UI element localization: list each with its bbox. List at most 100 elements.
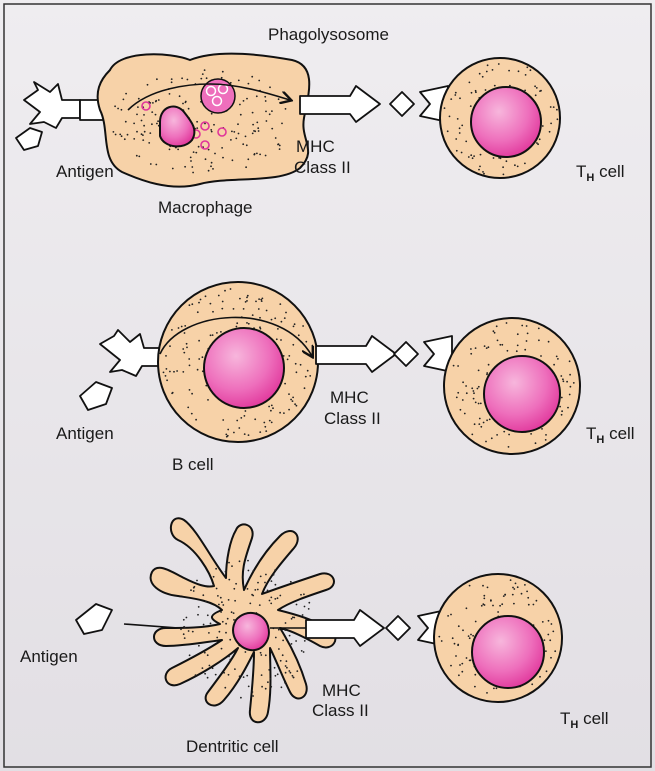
granule-dot [296, 405, 298, 407]
granule-dot [279, 412, 281, 414]
granule-dot [231, 611, 233, 613]
granule-dot [473, 398, 475, 400]
label-b-cell: B cell [172, 455, 214, 474]
granule-dot [221, 601, 223, 603]
granule-dot [541, 428, 543, 430]
granule-dot [504, 594, 506, 596]
granule-dot [304, 640, 306, 642]
granule-dot [221, 648, 223, 650]
granule-dot [284, 629, 286, 631]
granule-dot [204, 123, 206, 125]
granule-dot [261, 686, 263, 688]
granule-dot [191, 303, 193, 305]
granule-dot [494, 332, 496, 334]
granule-dot [296, 670, 298, 672]
granule-dot [163, 372, 165, 374]
granule-dot [474, 423, 476, 425]
granule-dot [220, 597, 222, 599]
granule-dot [137, 106, 139, 108]
granule-dot [485, 441, 487, 443]
granule-dot [475, 621, 477, 623]
granule-dot [165, 375, 167, 377]
granule-dot [303, 651, 305, 653]
granule-dot [490, 600, 492, 602]
granule-dot [278, 143, 280, 145]
granule-dot [213, 576, 215, 578]
granule-dot [284, 682, 286, 684]
granule-dot [256, 153, 258, 155]
granule-dot [288, 393, 290, 395]
granule-dot [275, 637, 277, 639]
granule-dot [257, 589, 259, 591]
granule-dot [208, 149, 210, 151]
granule-dot [138, 156, 140, 158]
granule-dot [244, 433, 246, 435]
granule-dot [216, 332, 218, 334]
granule-dot [149, 132, 151, 134]
granule-dot [466, 607, 468, 609]
granule-dot [493, 157, 495, 159]
granule-dot [300, 364, 302, 366]
granule-dot [271, 580, 273, 582]
granule-dot [191, 413, 193, 415]
granule-dot [217, 595, 219, 597]
granule-dot [501, 603, 503, 605]
granule-dot [155, 101, 157, 103]
granule-dot [447, 130, 449, 132]
label-antigen: Antigen [56, 162, 114, 181]
granule-dot [221, 77, 223, 79]
granule-dot [461, 125, 463, 127]
granule-dot [471, 92, 473, 94]
granule-dot [197, 311, 199, 313]
granule-dot [538, 339, 540, 341]
granule-dot [228, 674, 230, 676]
granule-dot [450, 614, 452, 616]
granule-dot [155, 164, 157, 166]
granule-dot [530, 69, 532, 71]
granule-dot [533, 604, 535, 606]
granule-dot [285, 108, 287, 110]
granule-dot [258, 130, 260, 132]
granule-dot [265, 688, 267, 690]
granule-dot [486, 71, 488, 73]
granule-dot [265, 111, 267, 113]
granule-dot [207, 614, 209, 616]
granule-dot [274, 317, 276, 319]
granule-dot [518, 70, 520, 72]
granule-dot [455, 655, 457, 657]
granule-dot [195, 152, 197, 154]
granule-dot [277, 328, 279, 330]
granule-dot [228, 599, 230, 601]
granule-dot [183, 352, 185, 354]
granule-dot [150, 163, 152, 165]
granule-dot [456, 150, 458, 152]
granule-dot [247, 158, 249, 160]
granule-dot [234, 668, 236, 670]
label-th-cell: TH cell [560, 709, 609, 731]
granule-dot [569, 394, 571, 396]
granule-dot [182, 103, 184, 105]
granule-dot [211, 113, 213, 115]
granule-dot [556, 109, 558, 111]
granule-dot [172, 168, 174, 170]
granule-dot [302, 614, 304, 616]
granule-dot [524, 90, 526, 92]
granule-dot [196, 127, 198, 129]
granule-dot [214, 153, 216, 155]
granule-dot [480, 403, 482, 405]
granule-dot [475, 347, 477, 349]
granule-dot [280, 339, 282, 341]
granule-dot [274, 569, 276, 571]
granule-dot [455, 92, 457, 94]
granule-dot [249, 603, 251, 605]
dendritic-nucleus [233, 613, 269, 650]
th-cell-nucleus [484, 356, 560, 432]
granule-dot [296, 371, 298, 373]
granule-dot [457, 365, 459, 367]
granule-dot [192, 631, 194, 633]
label-mhc: MHC [330, 388, 369, 407]
granule-dot [557, 118, 559, 120]
granule-dot [514, 164, 516, 166]
granule-dot [222, 301, 224, 303]
granule-dot [274, 667, 276, 669]
